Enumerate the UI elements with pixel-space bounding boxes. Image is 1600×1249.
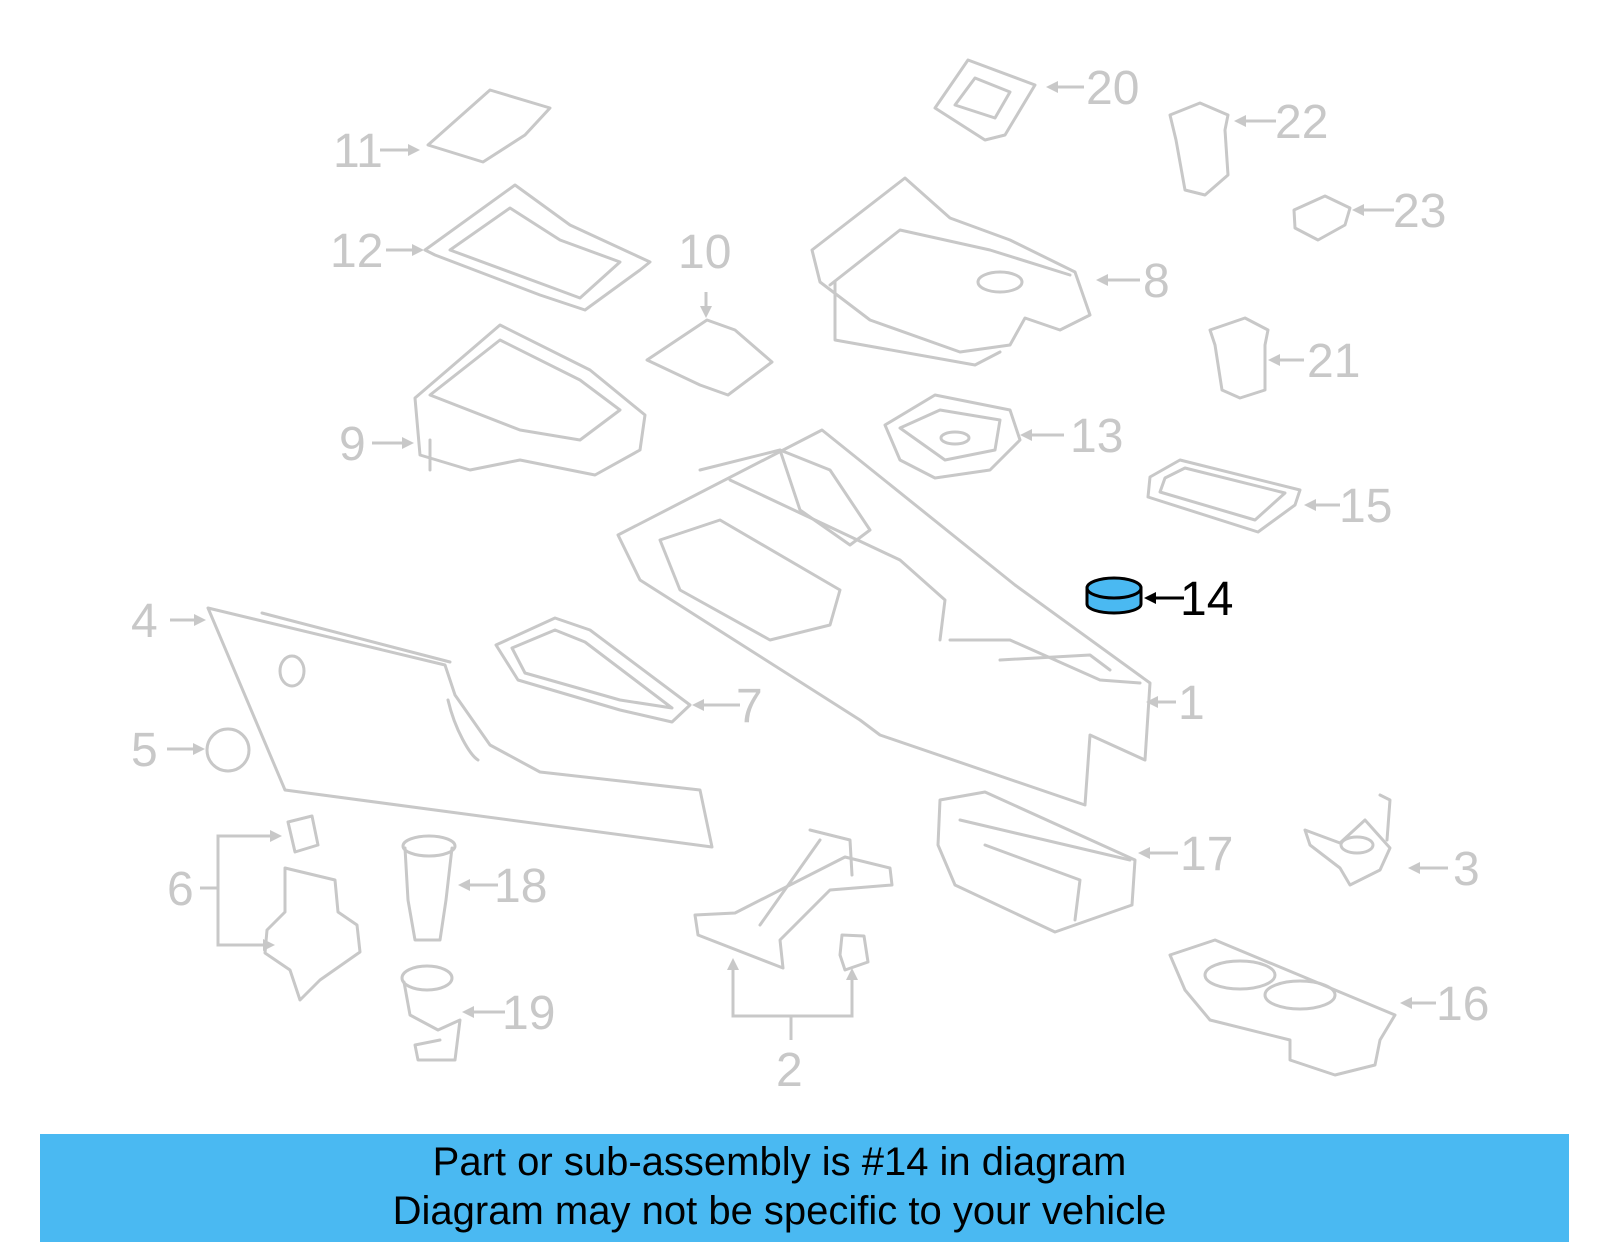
part-23-clip	[1292, 194, 1352, 242]
callout-label-18: 18	[494, 860, 547, 913]
callout-label-23: 23	[1393, 185, 1446, 238]
part-16-cup-holder	[1168, 938, 1397, 1077]
callout-label-1: 1	[1178, 677, 1205, 730]
callout-15: 15	[1304, 480, 1392, 533]
callout-label-16: 16	[1436, 978, 1489, 1031]
banner-line-1: Part or sub-assembly is #14 in diagram	[432, 1140, 1127, 1184]
callout-label-6: 6	[167, 863, 194, 916]
callout-label-17: 17	[1180, 828, 1233, 881]
part-10-mat	[645, 318, 774, 397]
part-12-trim-panel	[423, 183, 652, 312]
part-21-switch	[1208, 316, 1270, 400]
callout-label-20: 20	[1086, 62, 1139, 115]
callout-19: 19	[462, 987, 555, 1040]
part-5-cap	[205, 727, 251, 773]
callout-16: 16	[1400, 978, 1489, 1031]
part-2-bracket	[693, 828, 894, 972]
callout-23: 23	[1352, 185, 1446, 238]
callout-5: 5	[131, 724, 205, 777]
callout-label-9: 9	[339, 418, 366, 471]
callout-20: 20	[1046, 62, 1139, 115]
callout-label-13: 13	[1070, 410, 1123, 463]
callout-9: 9	[339, 418, 414, 471]
part-6-bracket	[263, 814, 362, 1002]
callout-label-19: 19	[502, 987, 555, 1040]
callout-label-3: 3	[1453, 843, 1480, 896]
callout-4: 4	[131, 595, 206, 648]
part-19-socket	[400, 964, 462, 1062]
callout-label-21: 21	[1307, 335, 1360, 388]
part-1-console-body	[616, 428, 1152, 807]
part-13-tray	[883, 393, 1022, 480]
callout-label-14: 14	[1180, 573, 1233, 626]
part-17-storage-box	[936, 790, 1137, 934]
part-7-trim	[494, 616, 692, 724]
info-banner: Part or sub-assembly is #14 in diagram D…	[40, 1134, 1569, 1242]
callout-label-2: 2	[776, 1044, 803, 1097]
part-22-switch	[1168, 101, 1230, 197]
callout-label-22: 22	[1275, 96, 1328, 149]
part-20-switch	[933, 58, 1037, 142]
part-18-socket	[401, 834, 457, 942]
part-8-upper-console	[810, 176, 1092, 367]
callout-label-4: 4	[131, 595, 158, 648]
callout-label-8: 8	[1143, 255, 1170, 308]
part-4-side-panel	[206, 606, 714, 849]
callout-1: 1	[1146, 677, 1205, 730]
part-14-highlighted-cap	[1085, 576, 1143, 615]
callout-label-10: 10	[678, 226, 731, 279]
banner-line-2: Diagram may not be specific to your vehi…	[392, 1189, 1167, 1233]
callout-12: 12	[330, 225, 424, 278]
callout-8: 8	[1096, 255, 1170, 308]
callout-2: 2	[727, 958, 858, 1097]
part-15-mat	[1146, 458, 1302, 534]
callout-11: 11	[333, 125, 420, 178]
callout-label-5: 5	[131, 724, 158, 777]
callout-label-7: 7	[736, 680, 763, 733]
callout-17: 17	[1138, 828, 1233, 881]
callout-18: 18	[458, 860, 547, 913]
callout-21: 21	[1268, 335, 1360, 388]
part-3-bracket	[1303, 793, 1392, 887]
callout-14: 14	[1144, 573, 1233, 626]
callout-10: 10	[678, 226, 731, 318]
callout-label-11: 11	[333, 125, 383, 178]
callout-22: 22	[1234, 96, 1328, 149]
callout-7: 7	[692, 680, 763, 733]
callout-label-15: 15	[1339, 480, 1392, 533]
part-9-console-section	[413, 323, 647, 477]
callout-3: 3	[1408, 843, 1480, 896]
callout-13: 13	[1020, 410, 1123, 463]
part-11-lid	[426, 88, 552, 164]
callout-label-12: 12	[330, 225, 383, 278]
callout-6: 6	[167, 830, 282, 951]
